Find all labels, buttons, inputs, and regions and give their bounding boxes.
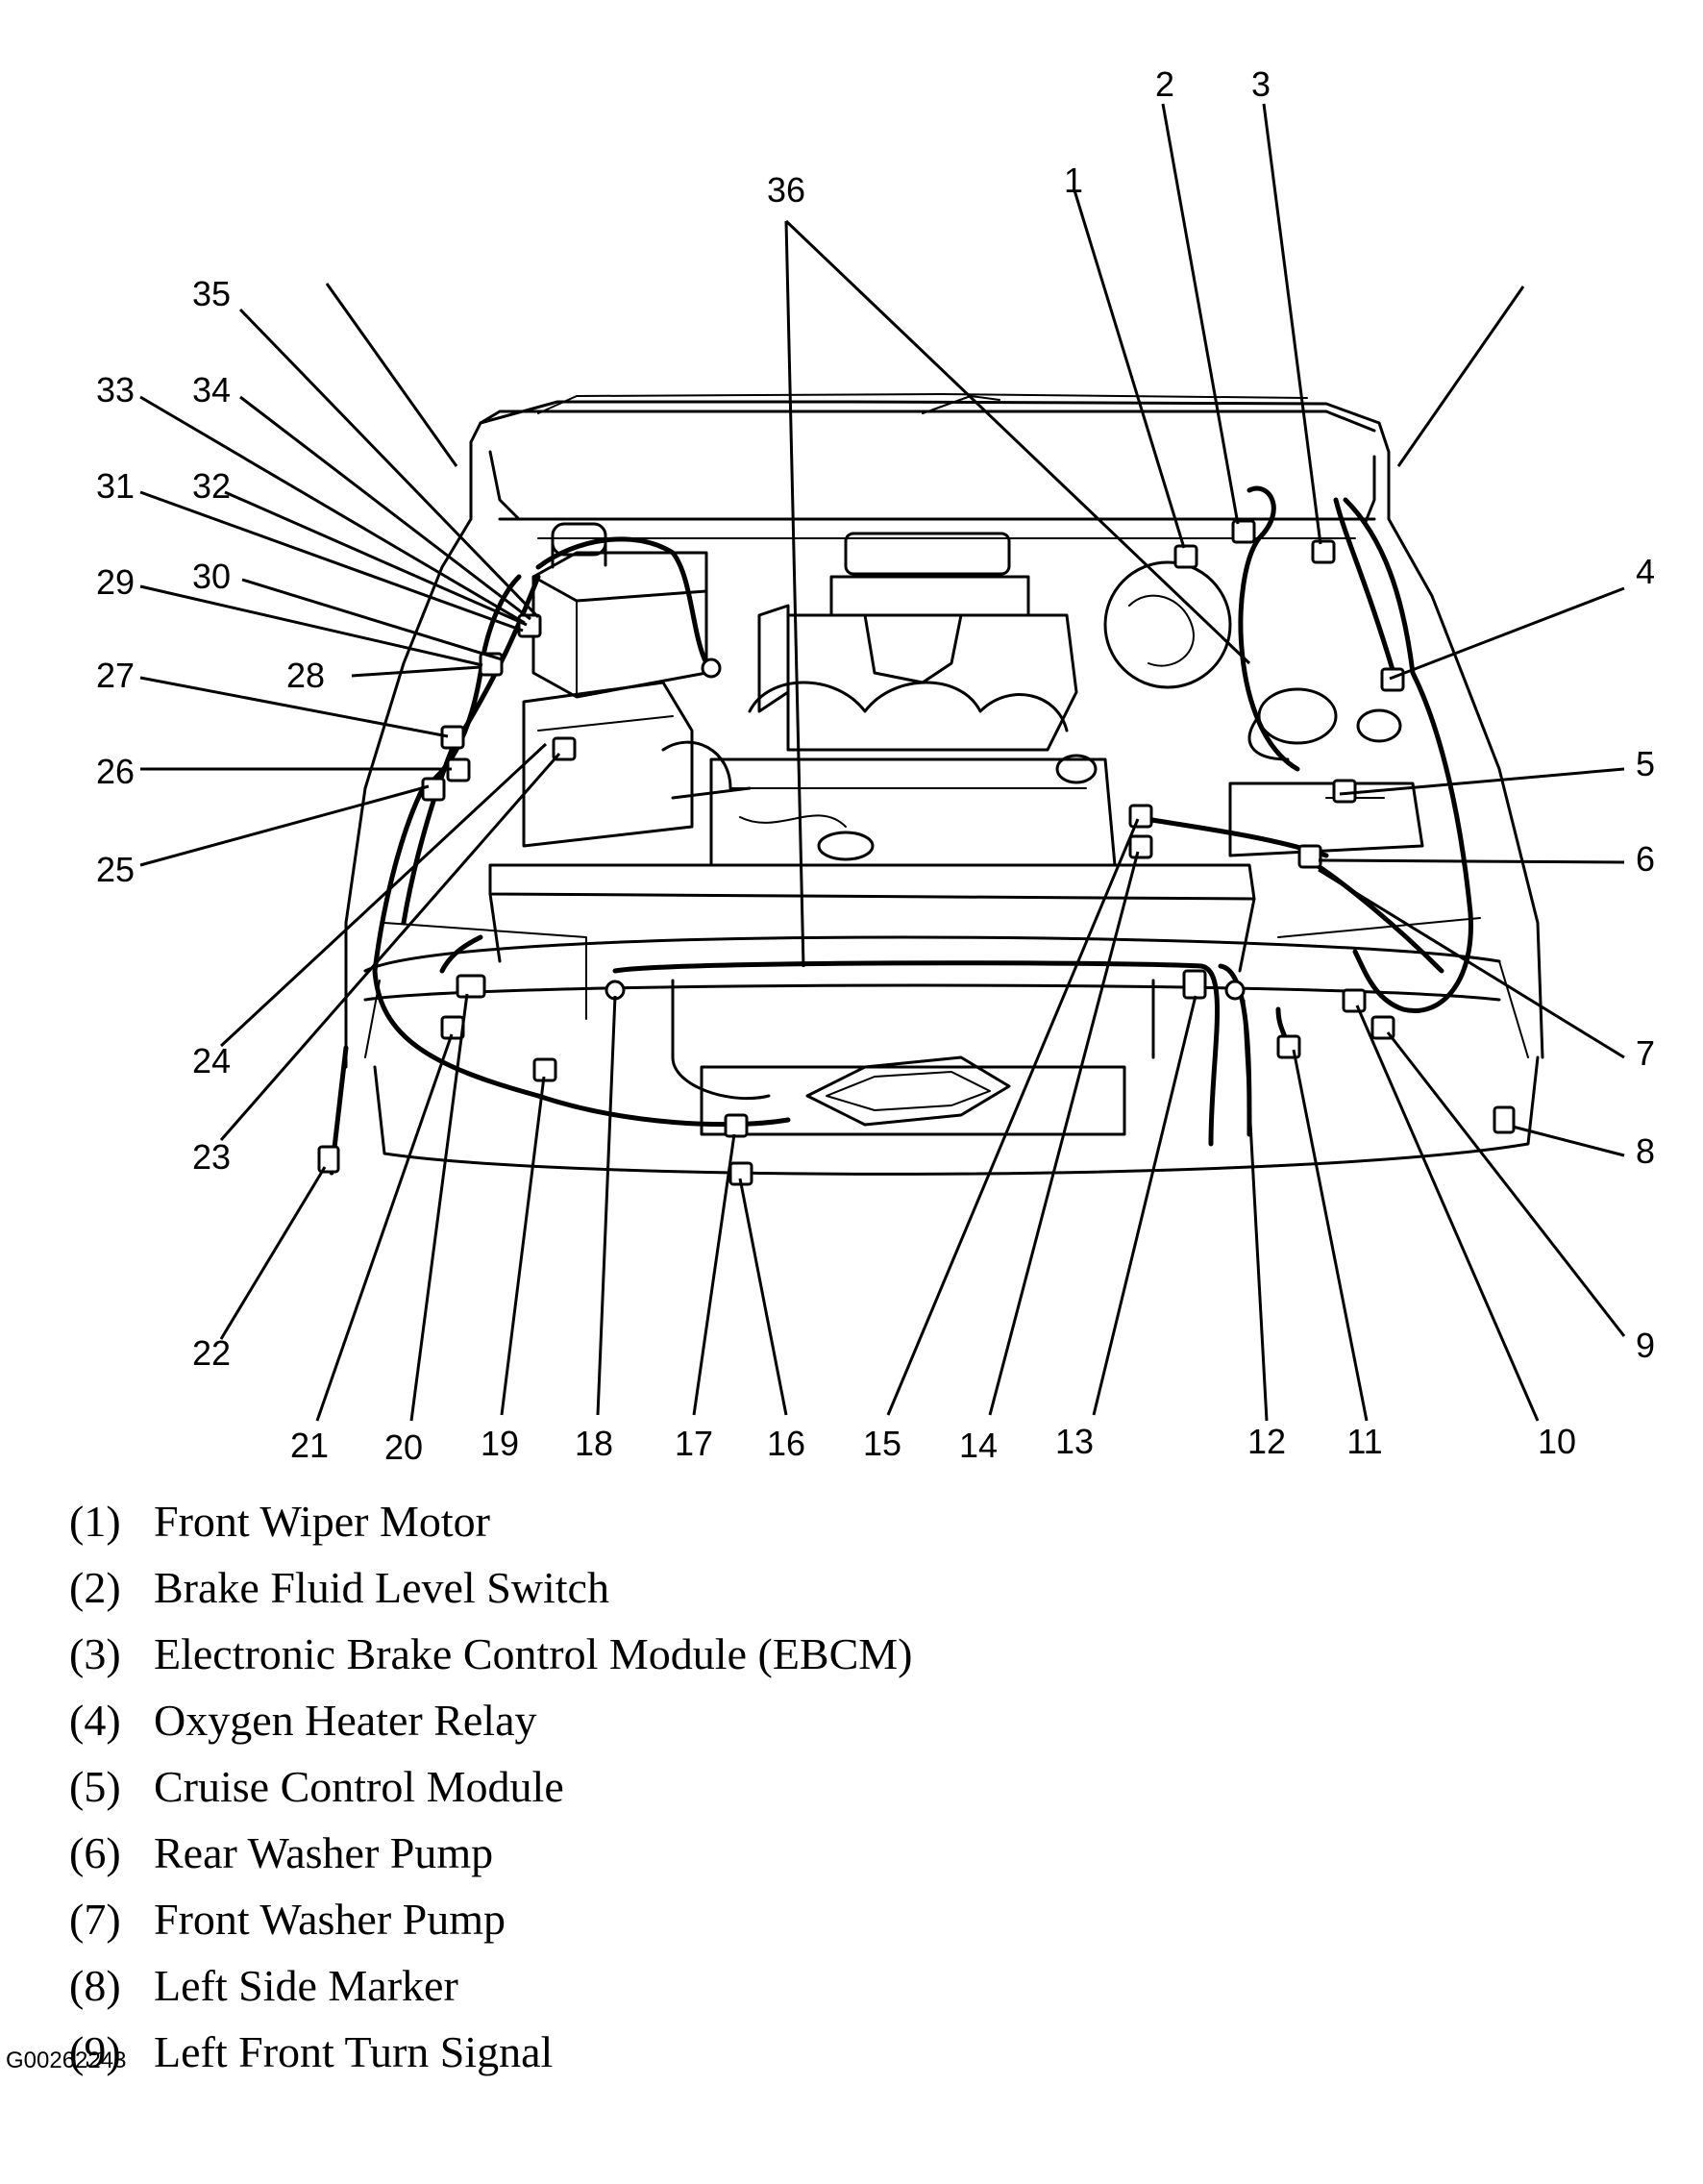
callout-23: 23 (192, 1137, 231, 1177)
legend-label: Front Washer Pump (154, 1895, 506, 1944)
legend-item: (1) Front Wiper Motor (69, 1488, 1511, 1554)
callout-27: 27 (96, 656, 135, 695)
callout-20: 20 (384, 1427, 423, 1467)
legend-number: (6) (69, 1828, 121, 1877)
legend-item: (8) Left Side Marker (69, 1952, 1511, 2019)
legend-label: Rear Washer Pump (154, 1828, 494, 1877)
legend-label: Front Wiper Motor (154, 1497, 490, 1546)
callout-14: 14 (959, 1426, 998, 1465)
legend-item: (9) Left Front Turn Signal (69, 2019, 1511, 2085)
callout-8: 8 (1636, 1131, 1655, 1171)
callout-1: 1 (1064, 161, 1083, 200)
callout-33: 33 (96, 370, 135, 410)
callout-6: 6 (1636, 839, 1655, 879)
callout-36: 36 (767, 170, 805, 210)
legend-label: Electronic Brake Control Module (EBCM) (154, 1629, 913, 1678)
legend-number: (1) (69, 1497, 121, 1546)
callout-24: 24 (192, 1041, 231, 1080)
callout-35: 35 (192, 274, 231, 313)
legend-number: (9) (69, 2027, 121, 2076)
callout-30: 30 (192, 557, 231, 596)
component-legend: (1) Front Wiper Motor (2) Brake Fluid Leve… (69, 1488, 1511, 2085)
leader-lines (139, 103, 1626, 1422)
callout-19: 19 (481, 1424, 519, 1463)
callout-26: 26 (96, 752, 135, 791)
callout-4: 4 (1636, 552, 1655, 591)
legend-item: (7) Front Washer Pump (69, 1886, 1511, 1952)
callout-11: 11 (1346, 1422, 1382, 1461)
engine-compartment-illustration (317, 283, 1544, 1186)
engine-compartment-diagram: 1 2 3 4 5 6 7 8 9 10 11 12 13 14 15 16 1… (96, 64, 1655, 1467)
legend-label: Oxygen Heater Relay (154, 1696, 537, 1745)
callout-7: 7 (1636, 1033, 1655, 1073)
legend-item: (4) Oxygen Heater Relay (69, 1687, 1511, 1753)
callout-17: 17 (675, 1424, 713, 1463)
legend-number: (3) (69, 1629, 121, 1678)
callout-9: 9 (1636, 1326, 1655, 1365)
legend-label: Brake Fluid Level Switch (154, 1563, 609, 1612)
figure-id: G00262243 (6, 2048, 127, 2073)
legend-label: Left Side Marker (154, 1961, 458, 2010)
callout-28: 28 (286, 656, 325, 695)
callout-25: 25 (96, 850, 135, 889)
legend-item: (3) Electronic Brake Control Module (EBCM… (69, 1621, 1511, 1687)
callout-18: 18 (575, 1424, 613, 1463)
callout-5: 5 (1636, 744, 1655, 783)
legend-number: (4) (69, 1696, 121, 1745)
callout-31: 31 (96, 466, 135, 506)
callout-34: 34 (192, 370, 231, 410)
legend-item: (6) Rear Washer Pump (69, 1820, 1511, 1886)
legend-number: (7) (69, 1895, 121, 1944)
callout-13: 13 (1055, 1422, 1094, 1461)
legend-label: Cruise Control Module (154, 1762, 564, 1811)
legend-item: (2) Brake Fluid Level Switch (69, 1554, 1511, 1621)
callout-16: 16 (767, 1424, 805, 1463)
callout-32: 32 (192, 466, 231, 506)
legend-number: (2) (69, 1563, 121, 1612)
callout-22: 22 (192, 1333, 231, 1373)
callout-29: 29 (96, 562, 135, 602)
callout-2: 2 (1155, 64, 1174, 104)
callout-3: 3 (1251, 64, 1271, 104)
legend-number: (8) (69, 1961, 121, 2010)
callout-21: 21 (290, 1426, 329, 1465)
callout-15: 15 (863, 1424, 901, 1463)
callout-12: 12 (1247, 1422, 1286, 1461)
callout-10: 10 (1538, 1422, 1576, 1461)
legend-number: (5) (69, 1762, 121, 1811)
legend-item: (5) Cruise Control Module (69, 1753, 1511, 1820)
legend-label: Left Front Turn Signal (154, 2027, 554, 2076)
callout-labels: 1 2 3 4 5 6 7 8 9 10 11 12 13 14 15 16 1… (96, 64, 1655, 1467)
